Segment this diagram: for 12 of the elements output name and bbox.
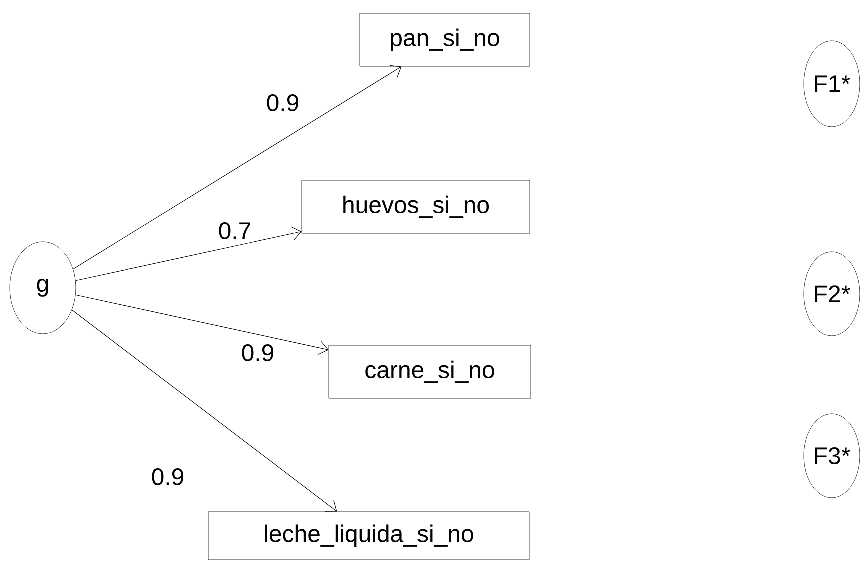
variable-box: pan_si_no [360, 13, 530, 67]
edge-label: 0.9 [240, 344, 276, 362]
variable-box: carne_si_no [328, 345, 532, 399]
arrow [76, 226, 302, 282]
variable-box: leche_liquida_si_no [208, 512, 530, 560]
arrow [72, 310, 338, 512]
variable-box: huevos_si_no [302, 180, 530, 234]
edge-label: 0.7 [217, 222, 253, 240]
edge-label: 0.9 [150, 468, 186, 486]
edge-label: 0.9 [265, 94, 301, 112]
arrow [76, 294, 329, 356]
arrow [73, 65, 402, 270]
